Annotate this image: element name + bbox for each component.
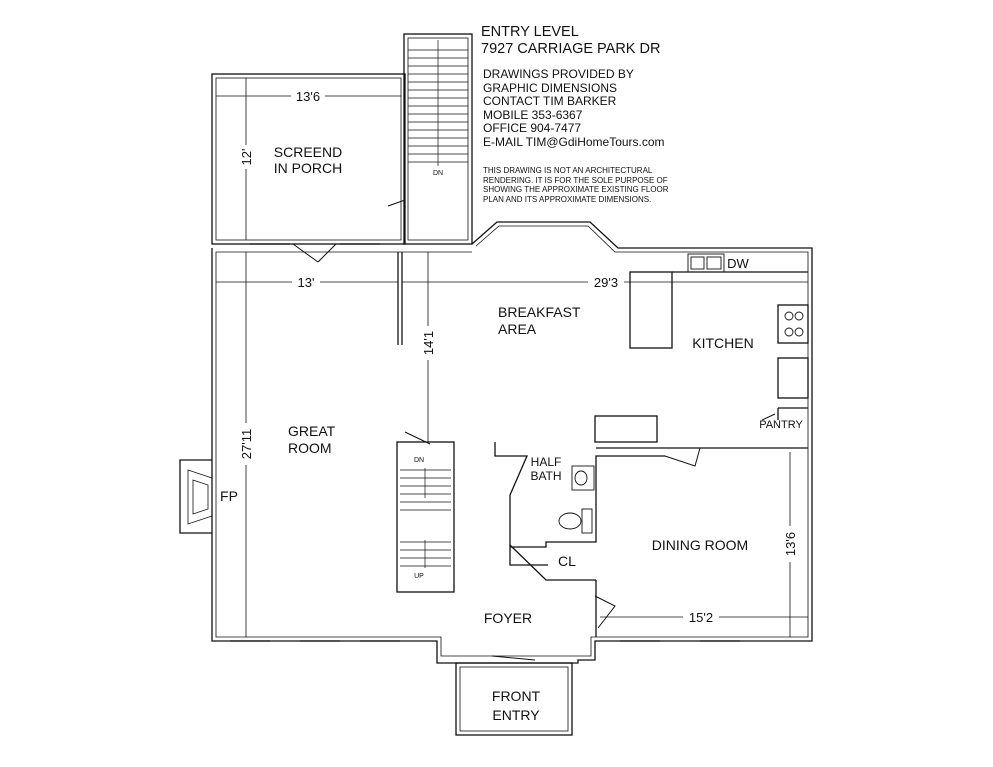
windows <box>230 243 740 642</box>
lower-stair-wall <box>396 441 455 593</box>
walls <box>179 33 813 736</box>
dim-label-bg <box>782 526 798 562</box>
label-foyer: FOYER <box>484 610 532 626</box>
doors <box>292 199 776 661</box>
porch-wall <box>211 73 406 245</box>
disclaimer-line: SHOWING THE APPROXIMATE EXISTING FLOOR <box>483 185 669 194</box>
lower-stair-up-label: UP <box>414 573 424 580</box>
upper-stair-wall <box>403 33 473 245</box>
upper-stair-inner-wall <box>407 37 469 241</box>
label-great-room: ROOM <box>288 440 332 456</box>
label-half-bath: BATH <box>530 469 561 483</box>
dim-breakfast-depth: 14'1 <box>421 331 436 355</box>
bath-closet-wall <box>510 455 665 548</box>
bath-sink <box>571 465 595 491</box>
fireplace-firebox <box>192 479 209 515</box>
label-closet: CL <box>558 553 576 569</box>
kitchen-island <box>629 271 673 349</box>
credit-line: OFFICE 904-7477 <box>483 121 582 135</box>
plan-title: ENTRY LEVEL <box>481 24 579 40</box>
credits-block: DRAWINGS PROVIDED BY GRAPHIC DIMENSIONS … <box>483 67 723 149</box>
dim-dining-depth: 13'6 <box>783 532 798 556</box>
refrigerator <box>777 357 809 399</box>
burner <box>784 311 794 321</box>
dim-overall-width: 29'3 <box>594 275 618 290</box>
credit-line: E-MAIL TIM@GdiHomeTours.com <box>483 134 665 149</box>
fireplace-hearth <box>187 469 213 525</box>
bath-sink-basin <box>574 470 588 486</box>
dim-label-bg <box>291 88 325 104</box>
upper-stair-door <box>387 199 406 240</box>
porch-door <box>292 243 337 263</box>
dining-door <box>664 447 701 467</box>
front-entry-inner-wall <box>459 666 569 732</box>
label-breakfast: BREAKFAST <box>498 304 581 320</box>
burner <box>784 327 794 337</box>
label-great-room: GREAT <box>288 423 336 439</box>
foyer-door <box>594 595 616 629</box>
front-entry-wall <box>455 662 573 736</box>
sink-basin <box>690 256 705 270</box>
sink-basin <box>706 256 722 270</box>
upper-stair-treads <box>408 40 468 166</box>
label-breakfast: AREA <box>498 321 537 337</box>
burner <box>794 327 804 337</box>
dim-great-depth: 27'11 <box>239 429 254 459</box>
lower-stair-down-label: DN <box>414 457 424 464</box>
kitchen-sink <box>687 253 725 273</box>
plan-address: 7927 CARRIAGE PARK DR <box>481 41 661 57</box>
label-kitchen: KITCHEN <box>692 335 753 351</box>
label-front-entry: FRONT <box>492 688 541 704</box>
label-half-bath: HALF <box>531 455 562 469</box>
lower-stair-door <box>404 431 431 445</box>
toilet-tank <box>581 508 593 534</box>
label-dining-room: DINING ROOM <box>652 537 748 553</box>
pantry-door <box>761 413 776 421</box>
dim-label-bg <box>420 326 436 360</box>
main-outer-wall <box>211 221 813 664</box>
dim-dining-width: 15'2 <box>689 610 713 625</box>
cooktop <box>777 304 809 344</box>
dim-label-bg <box>238 145 254 169</box>
toilet-bowl <box>558 512 582 530</box>
dim-label-bg <box>588 274 624 290</box>
closet-wall <box>509 544 596 581</box>
label-pantry: PANTRY <box>759 419 803 431</box>
label-fireplace: FP <box>220 488 238 504</box>
porch-inner-wall <box>215 77 402 241</box>
upper-stair-down-label: DN <box>433 170 443 177</box>
disclaimer-line: RENDERING. IT IS FOR THE SOLE PURPOSE OF <box>483 175 668 185</box>
disclaimer-block: THIS DRAWING IS NOT AN ARCHITECTURAL REN… <box>483 166 708 204</box>
disclaimer-line: PLAN AND ITS APPROXIMATE DIMENSIONS. <box>483 194 652 204</box>
dimension-labels: 13'6 12' 13' 29'3 14'1 27'11 13'6 15'2 <box>238 88 798 625</box>
fireplace-wall <box>179 459 212 534</box>
dim-label-bg <box>238 423 254 465</box>
credit-line: CONTACT TIM BARKER <box>483 94 617 108</box>
credit-line: GRAPHIC DIMENSIONS <box>483 80 618 95</box>
dim-porch-depth: 12' <box>239 149 254 166</box>
burner <box>794 311 804 321</box>
label-front-entry: ENTRY <box>492 707 540 723</box>
dishwasher-label: DW <box>727 256 749 271</box>
front-door <box>491 655 536 661</box>
dim-label-bg <box>292 274 320 290</box>
label-porch: SCREEND <box>274 144 342 160</box>
dim-great-width: 13' <box>298 275 315 290</box>
disclaimer-line: THIS DRAWING IS NOT AN ARCHITECTURAL <box>483 166 653 175</box>
lower-stair-treads <box>400 468 451 568</box>
credit-line: DRAWINGS PROVIDED BY <box>483 67 634 81</box>
plan-header: ENTRY LEVEL 7927 CARRIAGE PARK DR <box>481 24 660 58</box>
halfbath-wall <box>494 442 548 566</box>
island-hood <box>594 415 658 443</box>
dim-porch-width: 13'6 <box>296 89 320 104</box>
main-inner-wall <box>215 225 809 657</box>
dim-label-bg <box>683 609 719 625</box>
label-porch: IN PORCH <box>274 160 342 176</box>
fixtures <box>558 253 804 534</box>
credit-line: MOBILE 353-6367 <box>483 107 583 122</box>
